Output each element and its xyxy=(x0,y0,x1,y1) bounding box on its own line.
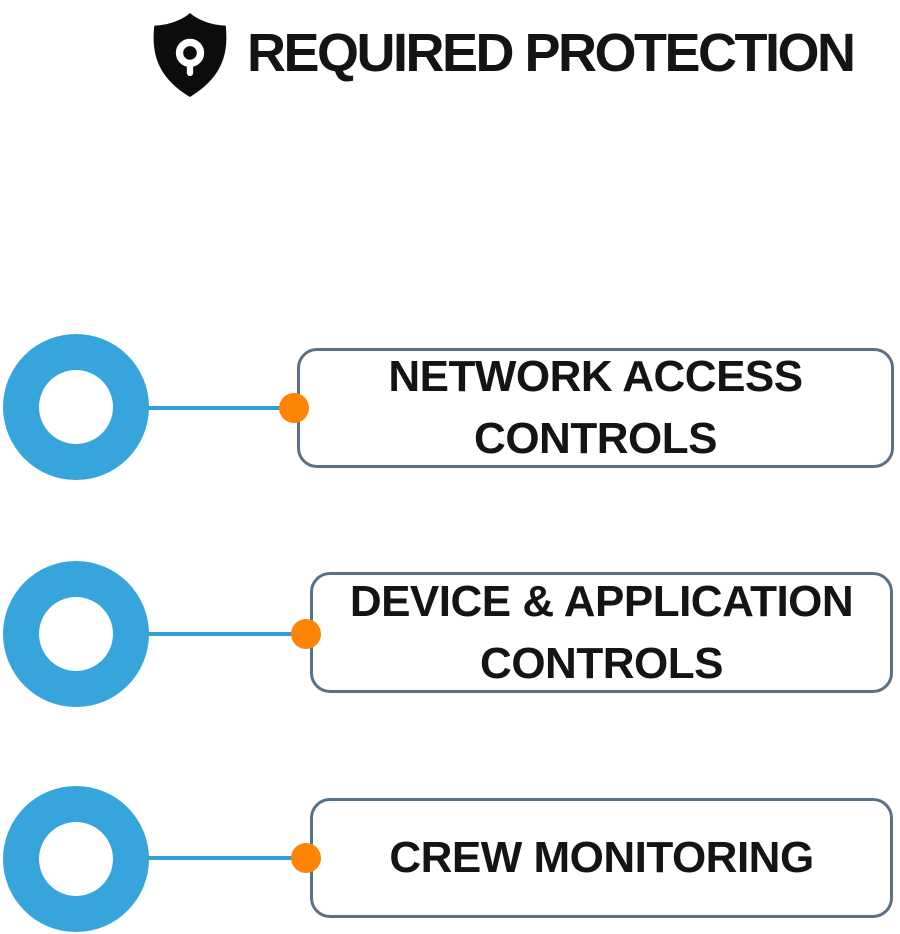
bullet-inner-circle xyxy=(39,822,113,896)
connector-dot xyxy=(279,393,309,423)
item-label: CREW MONITORING xyxy=(389,833,814,883)
item-bullet-circle xyxy=(3,786,149,932)
item-box-network-access-controls: NETWORK ACCESS CONTROLS xyxy=(297,348,894,468)
item-box-crew-monitoring: CREW MONITORING xyxy=(310,798,893,918)
item-box-device-application-controls: DEVICE & APPLICATION CONTROLS xyxy=(310,572,893,693)
item-bullet-circle xyxy=(3,561,149,707)
item-label: DEVICE & APPLICATION CONTROLS xyxy=(349,576,854,688)
page-title: REQUIRED PROTECTION xyxy=(247,23,856,83)
bullet-inner-circle xyxy=(39,370,113,444)
bullet-inner-circle xyxy=(39,597,113,671)
connector-line xyxy=(148,632,306,636)
connector-line xyxy=(148,406,294,410)
shield-keyhole-icon xyxy=(148,10,232,100)
connector-line xyxy=(148,856,306,860)
item-label: NETWORK ACCESS CONTROLS xyxy=(388,352,803,463)
connector-dot xyxy=(291,619,321,649)
connector-dot xyxy=(291,843,321,873)
item-bullet-circle xyxy=(3,334,149,480)
